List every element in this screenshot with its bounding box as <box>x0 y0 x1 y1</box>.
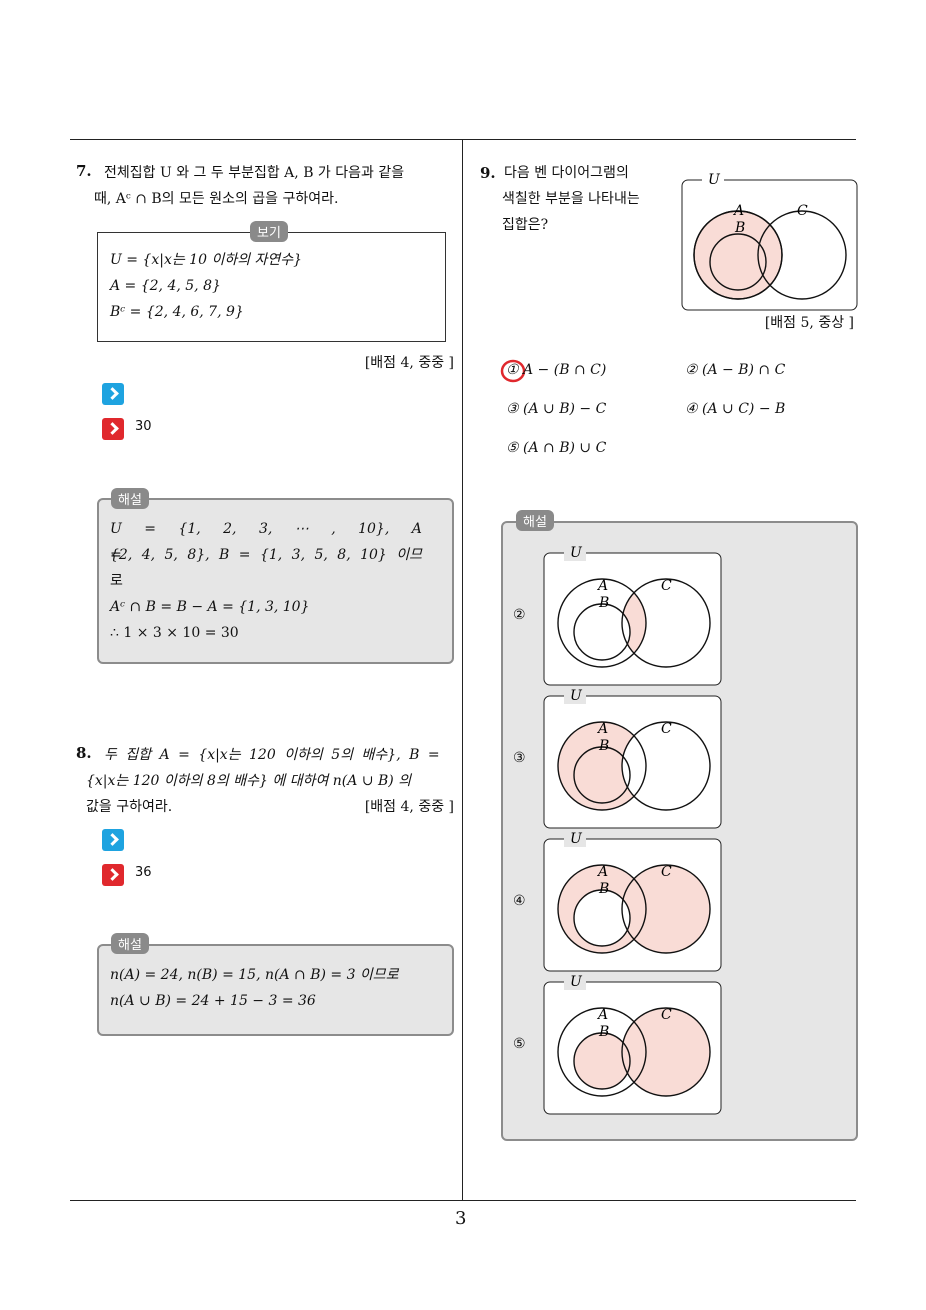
column-divider <box>462 139 463 1200</box>
q8-solution-box <box>97 944 454 1036</box>
q9-sol-item-2: ② <box>513 607 526 623</box>
q7-bogi-box <box>97 232 446 342</box>
q9-choice-5[interactable]: ⑤ (A ∩ B) ∪ C <box>506 440 607 456</box>
q7-sol-line2: {2, 4, 5, 8}, B = {1, 3, 5, 8, 10} 이므 <box>110 547 423 563</box>
q8-hint-button[interactable] <box>102 829 124 851</box>
q7-score: [배점 4, 중중 ] <box>364 355 454 371</box>
bottom-rule <box>70 1200 856 1201</box>
q9-sol-item-4: ④ <box>513 893 526 909</box>
q9-sol4-label-c: C <box>661 864 672 880</box>
q7-text-line2: 때, Aᶜ ∩ B의 모든 원소의 곱을 구하여라. <box>94 191 339 207</box>
q9-choice-3[interactable]: ③ (A ∪ B) − C <box>506 401 607 417</box>
q9-sol5-label-b: B <box>598 1024 609 1040</box>
q7-sol-line1: U = {1, 2, 3, ⋯ , 10}, A = <box>110 521 422 563</box>
q7-hint-button[interactable] <box>102 383 124 405</box>
q7-sol-line4: Aᶜ ∩ B = B − A = {1, 3, 10} <box>110 599 310 615</box>
q9-choice-4[interactable]: ④ (A ∪ C) − B <box>685 401 786 417</box>
q9-sol5-label-c: C <box>661 1007 672 1023</box>
q9-number: 9. <box>480 164 496 182</box>
q8-text-line2: {x|x는 120 이하의 8의 배수} 에 대하여 n(A ∪ B) 의 <box>86 773 412 789</box>
top-rule <box>70 139 856 140</box>
q9-sol2-label-b: B <box>598 595 609 611</box>
q7-text-line1: 전체집합 U 와 그 두 부분집합 A, B 가 다음과 같을 <box>104 165 405 181</box>
q9-sol2-label-a: A <box>596 578 608 594</box>
q9-choice-2[interactable]: ② (A − B) ∩ C <box>685 362 786 378</box>
q9-venn-diagram: U A B C <box>681 172 858 311</box>
q9-sol2-label-c: C <box>661 578 672 594</box>
q9-text-line1: 다음 벤 다이어그램의 <box>504 165 629 181</box>
q9-sol4-label-b: B <box>598 881 609 897</box>
q7-sol-line5: ∴ 1 × 3 × 10 = 30 <box>110 625 239 641</box>
q9-score: [배점 5, 중상 ] <box>764 315 854 331</box>
q9-sol5-label-u: U <box>570 974 583 990</box>
q9-sol3-label-b: B <box>598 738 609 754</box>
q9-text-line3: 집합은? <box>502 217 549 233</box>
q9-sol-diagram-5: U A B C <box>543 974 722 1115</box>
q8-answer: 36 <box>135 865 152 880</box>
q9-sol-item-5: ⑤ <box>513 1036 526 1052</box>
q7-solution-label: 해설 <box>111 488 149 509</box>
q9-sol2-label-u: U <box>570 545 583 561</box>
q9-label-c: C <box>797 203 808 219</box>
q8-sol-line1: n(A) = 24, n(B) = 15, n(A ∩ B) = 3 이므로 <box>110 967 399 983</box>
q8-score: [배점 4, 중중 ] <box>364 799 454 815</box>
q9-sol3-label-a: A <box>596 721 608 737</box>
q8-text-line1: 두 집합 A = {x|x는 120 이하의 5의 배수}, B = <box>104 747 440 763</box>
page-number: 3 <box>455 1208 467 1229</box>
q7-bogi-line3: Bᶜ = {2, 4, 6, 7, 9} <box>110 304 244 320</box>
q9-sol-item-3: ③ <box>513 750 526 766</box>
q9-sol5-label-a: A <box>596 1007 608 1023</box>
q7-number: 7. <box>76 162 92 180</box>
q8-number: 8. <box>76 744 92 762</box>
q8-solution-label: 해설 <box>111 933 149 954</box>
q9-choice-1[interactable]: ① A − (B ∩ C) <box>506 362 607 378</box>
q9-label-u: U <box>708 172 721 188</box>
q9-sol3-label-u: U <box>570 688 583 704</box>
q7-answer: 30 <box>135 419 152 434</box>
q7-bogi-label: 보기 <box>250 221 288 242</box>
q9-sol-diagram-4: U A B C <box>543 831 722 972</box>
q8-text-line3: 값을 구하여라. <box>86 799 173 815</box>
q8-answer-button[interactable] <box>102 864 124 886</box>
q9-selected-mark <box>500 359 526 383</box>
q9-sol-diagram-3: U A B C <box>543 688 722 829</box>
q7-bogi-line2: A = {2, 4, 5, 8} <box>110 278 221 294</box>
q9-sol4-label-u: U <box>570 831 583 847</box>
q9-text-line2: 색칠한 부분을 나타내는 <box>502 191 640 207</box>
q9-sol3-label-c: C <box>661 721 672 737</box>
q8-sol-line2: n(A ∪ B) = 24 + 15 − 3 = 36 <box>110 993 316 1009</box>
q7-answer-button[interactable] <box>102 418 124 440</box>
q7-solution-box <box>97 498 454 664</box>
q9-solution-label: 해설 <box>516 510 554 531</box>
q7-bogi-line1: U = {x|x는 10 이하의 자연수} <box>110 252 303 268</box>
q9-sol-diagram-2: U A B C <box>543 545 722 686</box>
q9-label-b: B <box>734 220 745 236</box>
q9-sol4-label-a: A <box>596 864 608 880</box>
q7-sol-line3: 로 <box>110 573 123 589</box>
q9-label-a: A <box>732 203 744 219</box>
